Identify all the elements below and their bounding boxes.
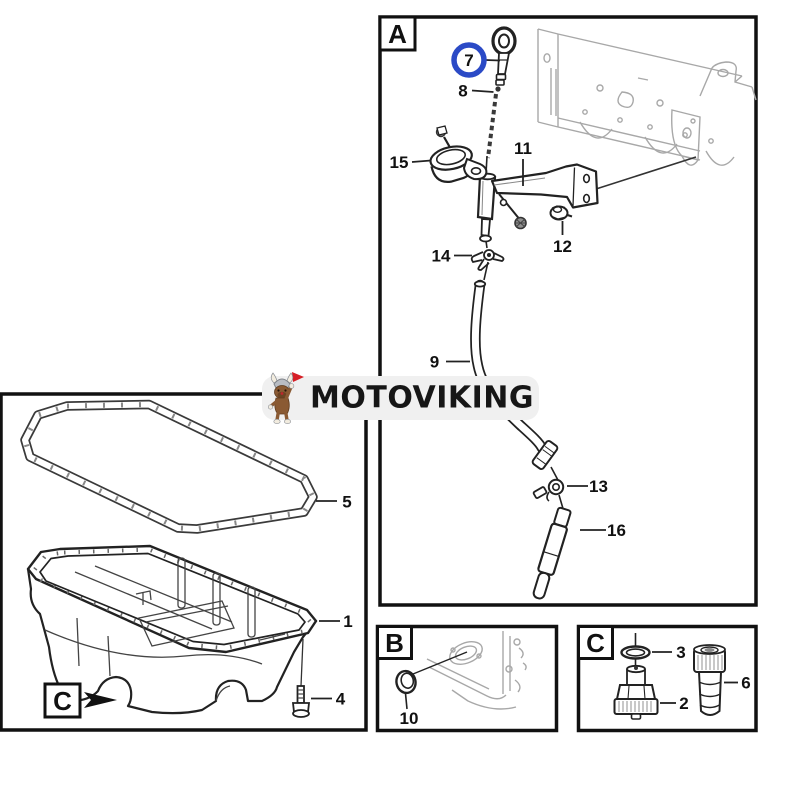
callout-9: 9 [430, 353, 470, 372]
panel-c: 3 2 6 [576, 624, 758, 733]
dipstick-seal [495, 86, 501, 92]
valve-2 [613, 664, 659, 720]
o-ring-3 [620, 633, 651, 667]
callout-10-number: 10 [400, 709, 419, 728]
panel-a-letter: A [388, 19, 407, 49]
callout-2: 2 [660, 694, 689, 713]
callout-7: 7 [451, 42, 501, 78]
callout-7-number: 7 [464, 51, 473, 70]
callout-13-number: 13 [589, 477, 608, 496]
panel-b-letter: B [385, 628, 404, 658]
callout-5: 5 [316, 493, 352, 512]
callout-6-number: 6 [741, 674, 750, 693]
seal-ring-10 [395, 651, 468, 710]
dipstick-rod [485, 93, 498, 175]
tube-ferrule [531, 440, 559, 470]
watermark-pill: MOTOVIKING [262, 372, 539, 424]
callout-12: 12 [553, 221, 572, 256]
callout-3-number: 3 [676, 643, 685, 662]
callout-11: 11 [514, 139, 532, 186]
callout-15-number: 15 [390, 153, 409, 172]
panel-c-label: C [577, 625, 614, 660]
view-c-letter: C [53, 686, 72, 716]
callout-10: 10 [400, 709, 419, 728]
panel-b-border [375, 624, 559, 733]
bracket-stud [498, 193, 527, 230]
callout-14: 14 [432, 247, 472, 266]
callout-2-number: 2 [679, 694, 688, 713]
panel-a: 7 8 15 11 12 14 9 13 [378, 15, 758, 607]
oil-pan-1 [26, 544, 318, 715]
cap-15 [429, 125, 488, 183]
main-view-border [0, 392, 368, 732]
callout-8-number: 8 [458, 82, 467, 101]
callout-1-number: 1 [343, 612, 352, 631]
panel-b-label: B [376, 625, 413, 660]
panel-a-label: A [378, 15, 417, 52]
callout-11-number: 11 [514, 139, 532, 158]
lower-dipstick-16 [532, 506, 572, 600]
callout-9-number: 9 [430, 353, 439, 372]
callout-3: 3 [652, 643, 686, 662]
clamp-14 [470, 249, 505, 281]
callout-6: 6 [724, 674, 751, 693]
bracket-mount-line [595, 156, 697, 190]
panel-b: 10 B [375, 624, 559, 733]
panel-a-border [378, 15, 758, 607]
pan-interior [74, 557, 286, 647]
bolt-12 [549, 205, 573, 221]
callout-16: 16 [580, 521, 626, 540]
bracket-11 [490, 163, 599, 209]
drain-plug-4 [291, 638, 311, 718]
red-flag [292, 372, 304, 382]
fitting-6 [693, 644, 726, 716]
callout-1: 1 [319, 612, 353, 631]
highlight-circle [451, 42, 487, 78]
viking-dog-mascot-icon [267, 372, 304, 424]
callout-16-number: 16 [607, 521, 626, 540]
panel-c-border [576, 624, 758, 733]
main-view: 5 1 [0, 392, 368, 732]
panel-c-letter: C [586, 628, 605, 658]
callout-5-number: 5 [342, 493, 351, 512]
callout-15: 15 [390, 153, 432, 172]
brand-wordmark: MOTOVIKING [310, 380, 535, 416]
dipstick-handle [491, 26, 517, 92]
gasket-5 [20, 399, 318, 534]
view-c-arrow [84, 692, 117, 708]
panel-b-engine-art [426, 631, 527, 710]
engine-block-art [537, 28, 757, 166]
callout-4-number: 4 [336, 690, 346, 709]
callout-4: 4 [311, 690, 346, 709]
guide-tube [476, 172, 497, 249]
dipstick-tube-9 [470, 279, 548, 454]
callout-13: 13 [567, 477, 608, 496]
callout-14-number: 14 [432, 247, 451, 266]
viking-helmet [273, 378, 291, 389]
callout-8: 8 [458, 82, 494, 101]
view-c-marker: C [43, 682, 117, 719]
callout-12-number: 12 [553, 237, 572, 256]
